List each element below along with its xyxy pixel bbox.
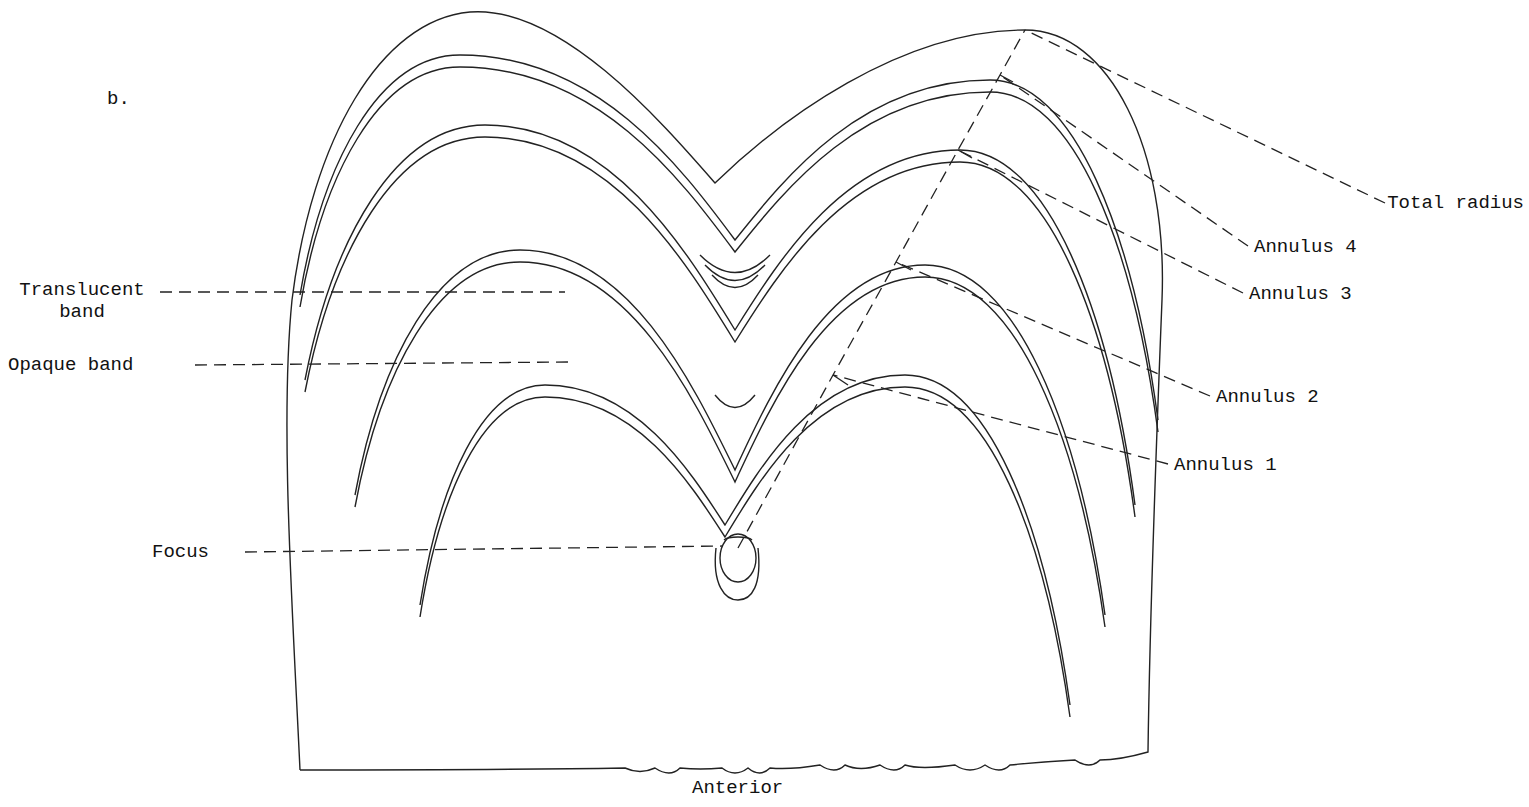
panel-letter: b. [107, 88, 130, 110]
radius-tick [833, 375, 848, 385]
part-label: Annulus 3 [1249, 283, 1352, 305]
leader-line [160, 291, 565, 292]
leader-line [1000, 75, 1248, 246]
radius-tick [958, 150, 972, 158]
part-label: Focus [152, 541, 209, 563]
part-label: Annulus 4 [1254, 236, 1357, 258]
leader-line [195, 362, 570, 365]
focus-ring [720, 534, 756, 582]
focus-ring [715, 548, 759, 600]
part-label: Annulus 1 [1174, 454, 1277, 476]
radius-tick [1000, 75, 1013, 82]
notch-line [705, 265, 765, 281]
annulus-line [355, 262, 1105, 627]
leader-line [1025, 30, 1385, 203]
leader-line [833, 375, 1168, 464]
annulus-line [305, 137, 1135, 517]
total-radius-line [738, 30, 1025, 548]
annulus-line [420, 387, 1070, 717]
leader-line [958, 150, 1243, 293]
part-label: Translucent band [8, 279, 156, 323]
part-label: Annulus 2 [1216, 386, 1319, 408]
part-label: Opaque band [8, 354, 133, 376]
focus-ring [724, 537, 752, 540]
leader-line [245, 546, 722, 552]
leader-line [896, 262, 1210, 396]
notch-line [715, 395, 755, 408]
notch-line [712, 275, 758, 288]
scale-outline [287, 12, 1163, 773]
annulus-line [300, 55, 1158, 420]
annulus-line [300, 67, 1158, 432]
radius-tick [896, 262, 911, 270]
annulus-line [305, 125, 1135, 505]
part-label: Total radius [1387, 192, 1524, 214]
annulus-line [355, 250, 1105, 615]
orientation-label: Anterior [692, 777, 783, 799]
